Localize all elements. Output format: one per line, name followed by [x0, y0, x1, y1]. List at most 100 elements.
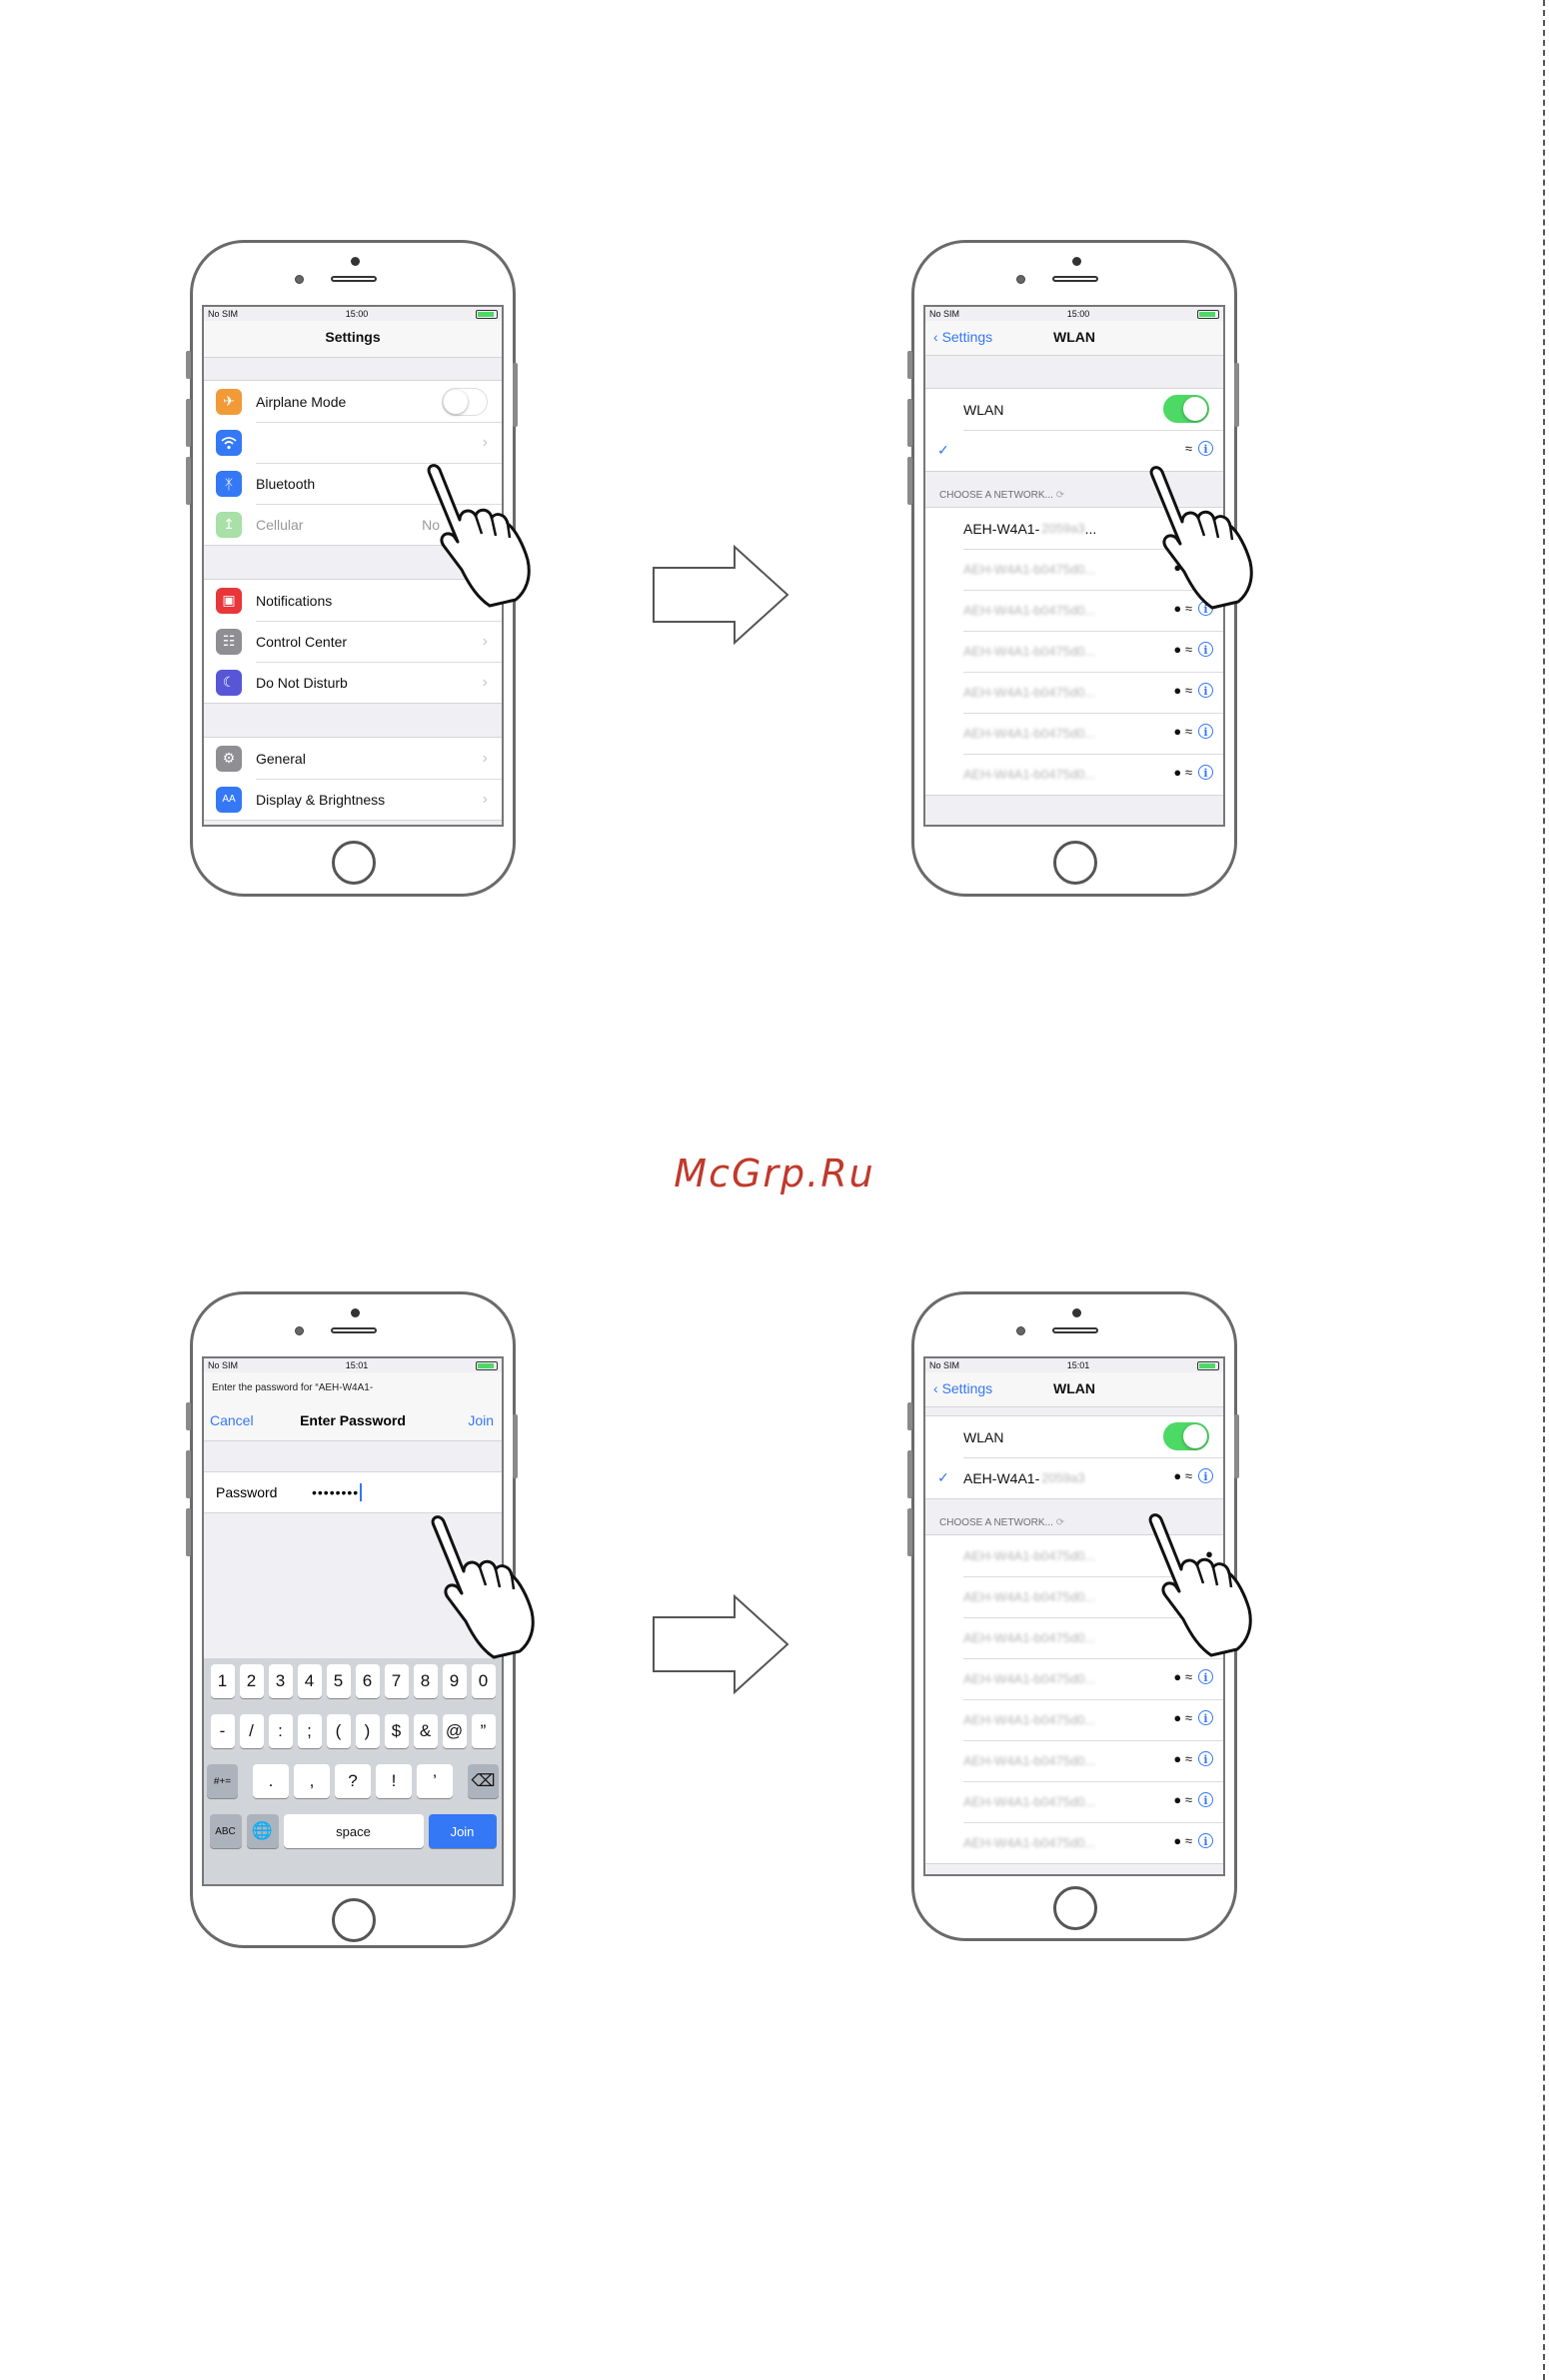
info-icon[interactable]: i	[1198, 1792, 1213, 1807]
join-button[interactable]: Join	[468, 1412, 494, 1428]
wlan-toggle[interactable]	[1163, 395, 1209, 423]
network-row[interactable]: AEH-W4A1-b0475d0...● ≈i	[925, 549, 1223, 590]
settings-row-general[interactable]: ⚙ General ›	[204, 738, 502, 779]
info-icon[interactable]: i	[1198, 642, 1213, 657]
abc-key[interactable]: ABC	[209, 1814, 242, 1848]
wifi-icon: ≈	[1184, 724, 1192, 739]
home-button[interactable]	[1053, 1886, 1097, 1930]
dashed-border	[1543, 0, 1545, 2380]
settings-row-cellular[interactable]: ↥ Cellular No	[204, 504, 502, 545]
settings-row-bluetooth[interactable]: ᛡ Bluetooth	[204, 463, 502, 504]
keyboard-key[interactable]: 9	[442, 1664, 467, 1698]
info-icon[interactable]: i	[1198, 1710, 1213, 1725]
keyboard-key[interactable]: 8	[413, 1664, 438, 1698]
phone-enter-password: No SIM 15:01 Enter the password for “AEH…	[186, 1291, 518, 1948]
password-label: Password	[216, 1484, 278, 1500]
settings-row-wifi[interactable]: ›	[204, 422, 502, 463]
keyboard-key[interactable]: 5	[326, 1664, 351, 1698]
keyboard-key[interactable]: 0	[471, 1664, 496, 1698]
info-icon[interactable]: i	[1198, 441, 1213, 456]
screen: No SIM 15:00 ‹ Settings WLAN WLAN ✓ ≈i C…	[923, 305, 1225, 827]
notifications-icon: ▣	[216, 587, 242, 614]
keyboard-key[interactable]: ;	[297, 1714, 322, 1748]
network-row[interactable]: AEH-W4A1-b0475d0...● ≈i	[925, 713, 1223, 754]
keyboard-key[interactable]: )	[355, 1714, 380, 1748]
chevron-right-icon: ›	[482, 673, 488, 691]
airplane-toggle[interactable]	[442, 387, 488, 416]
lock-icon: ●	[1173, 1468, 1182, 1483]
network-row[interactable]: AEH-W4A1-b0475d0...● ≈i	[925, 1822, 1223, 1863]
network-row[interactable]: AEH-W4A1-b0475d0...● ≈i	[925, 754, 1223, 795]
back-button[interactable]: ‹ Settings	[933, 1380, 993, 1396]
keyboard-key[interactable]: 3	[268, 1664, 293, 1698]
info-icon[interactable]: i	[1198, 1669, 1213, 1684]
keyboard-key[interactable]: /	[239, 1714, 264, 1748]
home-button[interactable]	[332, 1898, 376, 1942]
keyboard-key[interactable]: (	[326, 1714, 351, 1748]
keyboard-key[interactable]: 1	[210, 1664, 235, 1698]
keyboard-key[interactable]: @	[442, 1714, 467, 1748]
home-button[interactable]	[332, 841, 376, 885]
keyboard-key[interactable]: ’	[417, 1764, 453, 1798]
chevron-right-icon: ›	[482, 749, 488, 767]
wlan-toggle[interactable]	[1163, 1422, 1209, 1450]
network-row[interactable]: AEH-W4A1-b0475d0...● ≈i	[925, 590, 1223, 631]
network-row[interactable]: AEH-W4A1-b0475d0...● ≈i	[925, 1699, 1223, 1740]
settings-row-notifications[interactable]: ▣ Notifications ›	[204, 580, 502, 621]
bluetooth-icon: ᛡ	[216, 470, 242, 497]
connected-network-row[interactable]: ✓ ≈i	[925, 430, 1223, 471]
network-row[interactable]: AEH-W4A1-b0475d0...● ≈i	[925, 631, 1223, 672]
keyboard-key[interactable]: 2	[239, 1664, 264, 1698]
password-input[interactable]: ••••••••	[312, 1484, 360, 1500]
shift-key[interactable]: #+=	[207, 1764, 238, 1798]
network-row[interactable]: AEH-W4A1-b0475d0...● ≈i	[925, 672, 1223, 713]
keyboard-key[interactable]: .	[253, 1764, 289, 1798]
settings-row-display[interactable]: AA Display & Brightness ›	[204, 779, 502, 820]
keyboard-key[interactable]: :	[268, 1714, 293, 1748]
keyboard-key[interactable]: ,	[294, 1764, 330, 1798]
keyboard-key[interactable]: -	[210, 1714, 235, 1748]
watermark: McGrp.Ru	[674, 1152, 875, 1195]
keyboard-key[interactable]: !	[376, 1764, 412, 1798]
info-icon[interactable]: i	[1198, 1468, 1213, 1483]
connected-network-row[interactable]: ✓ AEH-W4A1-2059a3 ● ≈i	[925, 1457, 1223, 1498]
text-cursor	[360, 1483, 363, 1501]
keyboard-key[interactable]: ”	[471, 1714, 496, 1748]
settings-row-control-center[interactable]: ☷ Control Center ›	[204, 621, 502, 662]
globe-icon[interactable]: 🌐	[246, 1814, 279, 1848]
lock-icon: ●	[1173, 765, 1182, 780]
network-row[interactable]: AEH-W4A1-b0475d0...● ≈i	[925, 1740, 1223, 1781]
info-icon[interactable]: i	[1198, 724, 1213, 739]
cancel-button[interactable]: Cancel	[210, 1412, 254, 1428]
camera	[351, 257, 360, 266]
network-row[interactable]: AEH-W4A1-b0475d0...● ≈i	[925, 1781, 1223, 1822]
checkmark-icon: ✓	[937, 442, 949, 458]
status-bar: No SIM 15:00	[204, 307, 502, 321]
settings-row-do-not-disturb[interactable]: ☾ Do Not Disturb ›	[204, 662, 502, 703]
info-icon[interactable]: i	[1198, 1751, 1213, 1766]
space-key[interactable]: space	[283, 1814, 424, 1848]
keyboard-key[interactable]: &	[413, 1714, 438, 1748]
keyboard-key[interactable]: ?	[335, 1764, 371, 1798]
info-icon[interactable]: i	[1198, 765, 1213, 780]
info-icon[interactable]: i	[1198, 683, 1213, 698]
section-header: CHOOSE A NETWORK...	[939, 490, 1053, 501]
carrier: No SIM	[208, 309, 239, 319]
home-button[interactable]	[1053, 841, 1097, 885]
network-row[interactable]: AEH-W4A1-b0475d0...● ≈i	[925, 1658, 1223, 1699]
info-icon[interactable]: i	[1198, 1833, 1213, 1848]
back-button[interactable]: ‹ Settings	[933, 329, 993, 345]
keyboard-key[interactable]: 7	[384, 1664, 409, 1698]
control-center-icon: ☷	[216, 628, 242, 655]
settings-row-airplane[interactable]: ✈ Airplane Mode	[204, 381, 502, 422]
phone-settings: No SIM 15:00 Settings ✈ Airplane Mode › …	[186, 240, 518, 897]
keyboard-key[interactable]: 6	[355, 1664, 380, 1698]
join-key[interactable]: Join	[428, 1814, 497, 1848]
lock-icon: ●	[1173, 642, 1182, 657]
gear-icon: ⚙	[216, 745, 242, 772]
backspace-key[interactable]: ⌫	[468, 1764, 499, 1798]
battery-icon	[475, 309, 498, 319]
wifi-icon: ≈	[1184, 1792, 1192, 1807]
keyboard-key[interactable]: $	[384, 1714, 409, 1748]
keyboard-key[interactable]: 4	[297, 1664, 322, 1698]
